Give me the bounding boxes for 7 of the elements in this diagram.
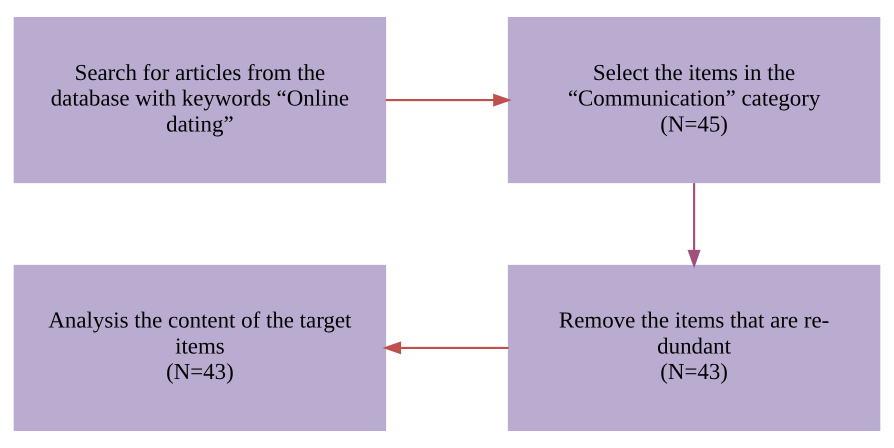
node-box: Analysis the content of the target items (N=43) — [14, 264, 386, 431]
node-box: Search for articles from the database with keywords “Online dating” — [14, 17, 386, 184]
node-box: Select the items in the “Communication” category (N=45) — [508, 17, 880, 184]
arrow — [688, 183, 701, 269]
arrow — [386, 94, 512, 107]
arrow — [382, 341, 509, 354]
node-box: Remove the items that are re- dundant (N=43) — [508, 264, 880, 431]
